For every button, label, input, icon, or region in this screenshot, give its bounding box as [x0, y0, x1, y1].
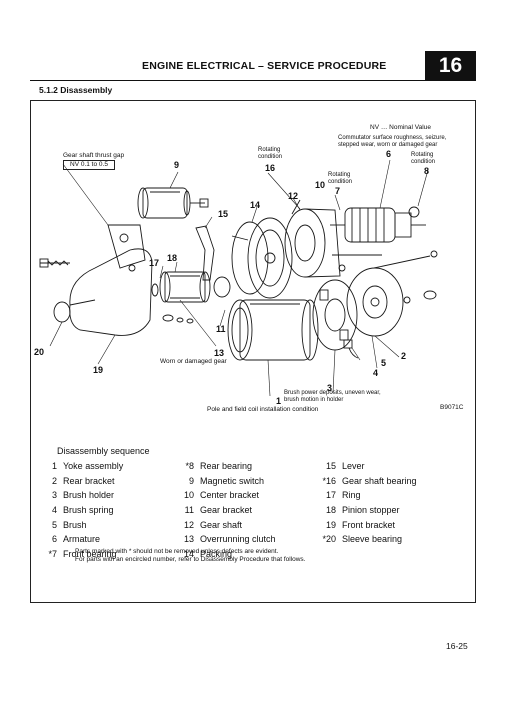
gear-gap-value-box: NV 0.1 to 0.5 — [63, 160, 115, 170]
callout-15: 15 — [218, 209, 229, 219]
section-title: 5.1.2 Disassembly — [39, 85, 113, 95]
callout-9: 9 — [174, 160, 180, 170]
callout-3: 3 — [327, 383, 333, 393]
gear-gap-label: Gear shaft thrust gap — [63, 152, 125, 159]
commutator-note-line-2: stepped wear, worn or damaged gear — [338, 142, 438, 148]
rotating-condition-b-line-2: condition — [411, 159, 436, 165]
pinion-clutch-drawing — [151, 271, 231, 303]
chapter-number-badge: 16 — [425, 51, 476, 80]
figure-frame — [30, 100, 476, 603]
pole-coil-note: Pole and field coil installation conditi… — [207, 406, 319, 413]
brush-note-line-2: brush motion in holder — [284, 397, 344, 403]
callout-16: 16 — [265, 163, 276, 173]
rotating-condition-c-line-1: Rotating — [328, 172, 351, 178]
center-bracket-drawing — [284, 199, 341, 278]
header-divider — [30, 80, 476, 81]
page-header-title: ENGINE ELECTRICAL – SERVICE PROCEDURE — [142, 60, 387, 72]
callout-2: 2 — [401, 351, 407, 361]
callout-17: 17 — [149, 258, 160, 268]
figure-code: B9071C — [440, 404, 464, 411]
front-bracket-drawing — [53, 224, 153, 336]
callout-19: 19 — [93, 365, 104, 375]
yoke-assembly-drawing — [227, 299, 319, 361]
callout-14: 14 — [250, 200, 261, 210]
callout-11: 11 — [216, 324, 226, 334]
callout-20: 20 — [34, 347, 45, 357]
callout-13: 13 — [214, 348, 225, 358]
callout-7: 7 — [335, 186, 341, 196]
magnetic-switch-drawing — [137, 187, 209, 219]
rotating-condition-c-line-2: condition — [328, 179, 353, 185]
nominal-value-legend: NV … Nominal Value — [370, 124, 431, 131]
footnotes: Parts marked with * should not be remove… — [75, 548, 306, 564]
callout-10: 10 — [315, 180, 326, 190]
footnote-asterisk: Parts marked with * should not be remove… — [75, 548, 279, 555]
callout-1: 1 — [276, 396, 282, 406]
brush-note-line-1: Brush power deposits, uneven wear, — [284, 390, 381, 396]
callout-6: 6 — [386, 149, 392, 159]
brush-holder-drawing — [312, 279, 358, 351]
disassembly-sequence-title: Disassembly sequence — [57, 446, 150, 456]
callout-5: 5 — [381, 358, 387, 368]
callout-18: 18 — [167, 253, 178, 263]
worn-gear-label: Worn or damaged gear — [160, 358, 227, 365]
commutator-note-line-1: Commutator surface roughness, seizure, — [338, 135, 447, 141]
starter-exploded-diagram — [39, 159, 438, 397]
footnote-encircled: For parts with an encircled number, refe… — [75, 556, 306, 563]
rotating-condition-a-line-1: Rotating — [258, 147, 281, 153]
armature-drawing — [330, 206, 426, 243]
page-number: 16-25 — [446, 641, 468, 651]
callout-8: 8 — [424, 166, 430, 176]
callout-4: 4 — [373, 368, 379, 378]
gear-bracket-drawing — [231, 217, 293, 299]
rotating-condition-b-line-1: Rotating — [411, 152, 434, 158]
rotating-condition-a-line-2: condition — [258, 154, 283, 160]
callout-12: 12 — [288, 191, 299, 201]
